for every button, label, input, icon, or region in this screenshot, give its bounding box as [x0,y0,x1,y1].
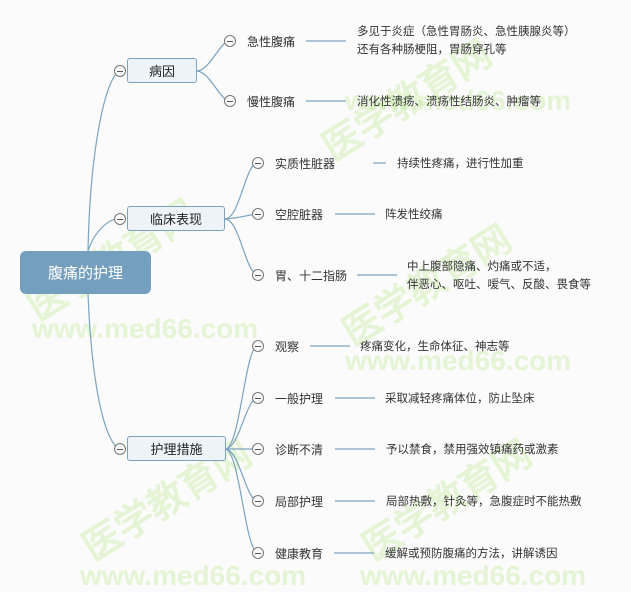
leaf-line: 还有各种肠梗阻，胃肠穿孔等 [357,42,507,56]
subtopic-health-education[interactable]: 健康教育 [275,547,324,561]
branch-node-clinical[interactable]: 临床表现 [127,206,225,231]
collapse-toggle-icon[interactable] [252,443,264,455]
leaf-line: 阵发性绞痛 [385,207,443,221]
leaf-unclear-diagnosis-detail: 予以禁食，禁用强效镇痛药或激素 [386,440,559,458]
branch-node-cause[interactable]: 病因 [127,58,197,83]
leaf-health-education-detail: 缓解或预防腹痛的方法，讲解诱因 [385,544,558,562]
leaf-local-care-detail: 局部热敷，针灸等，急腹症时不能热敷 [386,492,582,510]
collapse-toggle-icon[interactable] [252,495,264,507]
branch-label: 护理措施 [150,443,203,458]
leaf-chronic-pain-detail: 消化性溃疡、溃疡性结肠炎、肿瘤等 [357,92,541,110]
collapse-toggle-icon[interactable] [114,443,126,455]
collapse-toggle-icon[interactable] [252,269,264,281]
root-label: 腹痛的护理 [47,264,123,282]
collapse-toggle-icon[interactable] [114,65,126,77]
subtopic-stomach-duodenum[interactable]: 胃、十二指肠 [275,269,348,283]
watermark-url: www.med66.com [360,560,587,591]
leaf-solid-organ-detail: 持续性疼痛，进行性加重 [397,154,524,172]
subtopic-general-care[interactable]: 一般护理 [275,392,324,406]
collapse-toggle-icon[interactable] [114,213,126,225]
leaf-stomach-detail: 中上腹部隐痛、灼痛或不适， 伴恶心、呕吐、嗳气、反酸、畏食等 [407,257,591,293]
leaf-line: 伴恶心、呕吐、嗳气、反酸、畏食等 [407,277,591,291]
collapse-toggle-icon[interactable] [252,392,264,404]
leaf-line: 持续性疼痛，进行性加重 [397,156,524,170]
collapse-toggle-icon[interactable] [252,208,264,220]
subtopic-acute-pain[interactable]: 急性腹痛 [247,35,296,49]
branch-node-nursing[interactable]: 护理措施 [127,436,226,461]
subtopic-local-care[interactable]: 局部护理 [275,495,324,509]
collapse-toggle-icon[interactable] [224,35,236,47]
subtopic-observe[interactable]: 观察 [275,340,300,354]
collapse-toggle-icon[interactable] [252,547,264,559]
leaf-line: 局部热敷，针灸等，急腹症时不能热敷 [386,494,582,508]
leaf-line: 疼痛变化，生命体征、神志等 [360,339,510,353]
leaf-line: 中上腹部隐痛、灼痛或不适， [407,259,557,273]
watermark-url: www.med66.com [80,560,307,591]
branch-label: 病因 [148,65,175,80]
branch-label: 临床表现 [149,213,202,228]
subtopic-unclear-diagnosis[interactable]: 诊断不清 [275,443,324,457]
leaf-line: 予以禁食，禁用强效镇痛药或激素 [386,442,559,456]
leaf-line: 多见于炎症（急性胃肠炎、急性胰腺炎等） [357,24,576,38]
leaf-observe-detail: 疼痛变化，生命体征、神志等 [360,337,510,355]
collapse-toggle-icon[interactable] [252,157,264,169]
root-node[interactable]: 腹痛的护理 [20,251,151,294]
leaf-acute-pain-detail: 多见于炎症（急性胃肠炎、急性胰腺炎等） 还有各种肠梗阻，胃肠穿孔等 [357,22,576,58]
leaf-line: 采取减轻疼痛体位，防止坠床 [385,391,535,405]
collapse-toggle-icon[interactable] [252,340,264,352]
leaf-line: 缓解或预防腹痛的方法，讲解诱因 [385,546,558,560]
leaf-general-care-detail: 采取减轻疼痛体位，防止坠床 [385,389,535,407]
subtopic-hollow-organ[interactable]: 空腔脏器 [275,208,324,222]
leaf-line: 消化性溃疡、溃疡性结肠炎、肿瘤等 [357,94,541,108]
watermark-url: www.med66.com [32,313,259,344]
subtopic-chronic-pain[interactable]: 慢性腹痛 [247,95,296,109]
subtopic-solid-organ[interactable]: 实质性脏器 [275,157,336,171]
leaf-hollow-organ-detail: 阵发性绞痛 [385,205,443,223]
collapse-toggle-icon[interactable] [224,95,236,107]
